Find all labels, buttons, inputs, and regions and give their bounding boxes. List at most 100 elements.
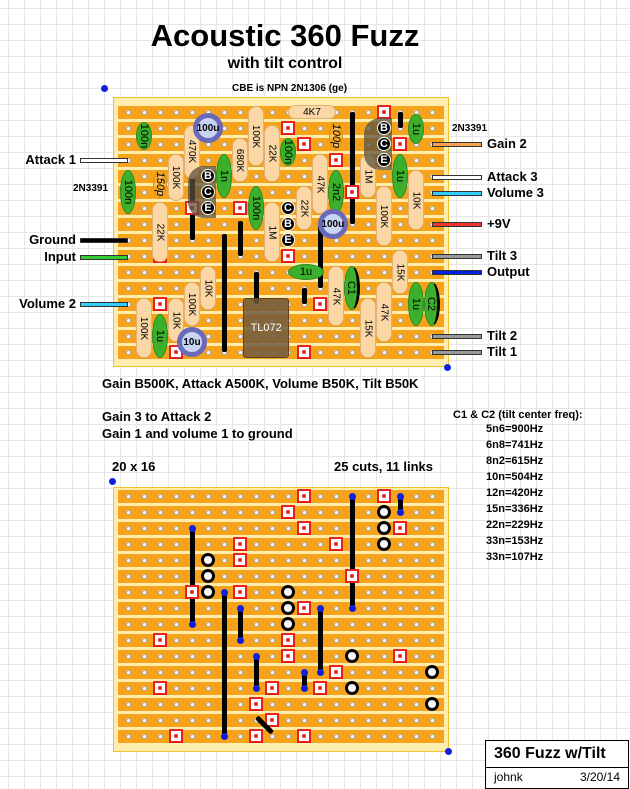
hole xyxy=(302,590,307,595)
hole xyxy=(126,270,131,275)
capacitor: C2 xyxy=(424,282,440,326)
hole xyxy=(190,270,195,275)
hole xyxy=(158,542,163,547)
hole xyxy=(270,558,275,563)
resistor-label: 47K xyxy=(314,175,326,193)
hole xyxy=(142,718,147,723)
hole xyxy=(382,574,387,579)
hole xyxy=(350,350,355,355)
solder-pad xyxy=(377,521,391,535)
copper-strip xyxy=(118,730,444,743)
hole xyxy=(302,654,307,659)
hole xyxy=(158,574,163,579)
electrolytic-capacitor: 100u xyxy=(193,113,223,143)
hole xyxy=(430,606,435,611)
hole xyxy=(142,670,147,675)
hole xyxy=(254,558,259,563)
hole xyxy=(126,606,131,611)
hole xyxy=(206,542,211,547)
track-cut xyxy=(281,649,295,663)
track-cut xyxy=(377,105,391,119)
hole xyxy=(286,558,291,563)
hole xyxy=(302,542,307,547)
hole xyxy=(158,606,163,611)
hole xyxy=(382,350,387,355)
hole xyxy=(366,286,371,291)
hole xyxy=(318,702,323,707)
hole xyxy=(158,526,163,531)
wire-right xyxy=(432,175,482,180)
track-cut xyxy=(297,345,311,359)
wire-link xyxy=(190,528,195,624)
hole xyxy=(126,142,131,147)
hole xyxy=(302,622,307,627)
hole xyxy=(382,558,387,563)
track-cut xyxy=(281,505,295,519)
tilt-row: 10n=504Hz xyxy=(486,471,544,483)
hole xyxy=(286,542,291,547)
hole xyxy=(302,718,307,723)
track-cut xyxy=(249,697,263,711)
resistor: 22K xyxy=(264,125,280,182)
hole xyxy=(382,654,387,659)
hole xyxy=(270,654,275,659)
resistor-label: 10K xyxy=(410,191,422,209)
film-capacitor-label: 150p xyxy=(154,171,167,197)
hole xyxy=(222,206,227,211)
track-cut xyxy=(297,489,311,503)
capacitor: 1n xyxy=(216,154,232,198)
hole xyxy=(414,526,419,531)
hole xyxy=(126,542,131,547)
hole xyxy=(174,222,179,227)
wire-link xyxy=(350,112,355,224)
hole xyxy=(318,142,323,147)
wire-link xyxy=(238,220,243,256)
hole xyxy=(206,654,211,659)
hole xyxy=(318,350,323,355)
hole xyxy=(270,190,275,195)
grid-size: 20 x 16 xyxy=(112,459,156,474)
hole xyxy=(398,302,403,307)
hole xyxy=(414,238,419,243)
hole xyxy=(142,222,147,227)
hole xyxy=(302,510,307,515)
track-cut xyxy=(329,153,343,167)
hole xyxy=(430,638,435,643)
hole xyxy=(158,142,163,147)
transistor-pin-label: B xyxy=(380,122,388,134)
hole xyxy=(206,686,211,691)
hole xyxy=(174,110,179,115)
hole xyxy=(158,158,163,163)
hole xyxy=(126,734,131,739)
hole xyxy=(174,238,179,243)
hole xyxy=(142,574,147,579)
capacitor-label: 100n xyxy=(282,139,295,165)
hole xyxy=(334,558,339,563)
left-label: Attack 1 xyxy=(25,152,76,167)
hole xyxy=(238,286,243,291)
hole xyxy=(126,286,131,291)
solder-pad xyxy=(377,537,391,551)
hole xyxy=(414,574,419,579)
hole xyxy=(254,542,259,547)
hole xyxy=(142,238,147,243)
hole xyxy=(158,286,163,291)
hole xyxy=(174,542,179,547)
transistor-pin-label: C xyxy=(380,138,388,150)
hole xyxy=(190,702,195,707)
hole xyxy=(430,110,435,115)
capacitor-label: C1 xyxy=(345,280,357,296)
hole xyxy=(382,638,387,643)
page-title: Acoustic 360 Fuzz xyxy=(150,18,420,53)
hole xyxy=(286,526,291,531)
hole xyxy=(206,510,211,515)
hole xyxy=(190,638,195,643)
hole xyxy=(414,734,419,739)
link-end xyxy=(397,493,404,500)
resistor-label: 1M xyxy=(362,169,374,183)
hole xyxy=(126,718,131,723)
electrolytic-capacitor-label: 100u xyxy=(321,218,345,230)
tilt-row: 6n8=741Hz xyxy=(486,439,544,451)
hole xyxy=(366,558,371,563)
hole xyxy=(350,734,355,739)
